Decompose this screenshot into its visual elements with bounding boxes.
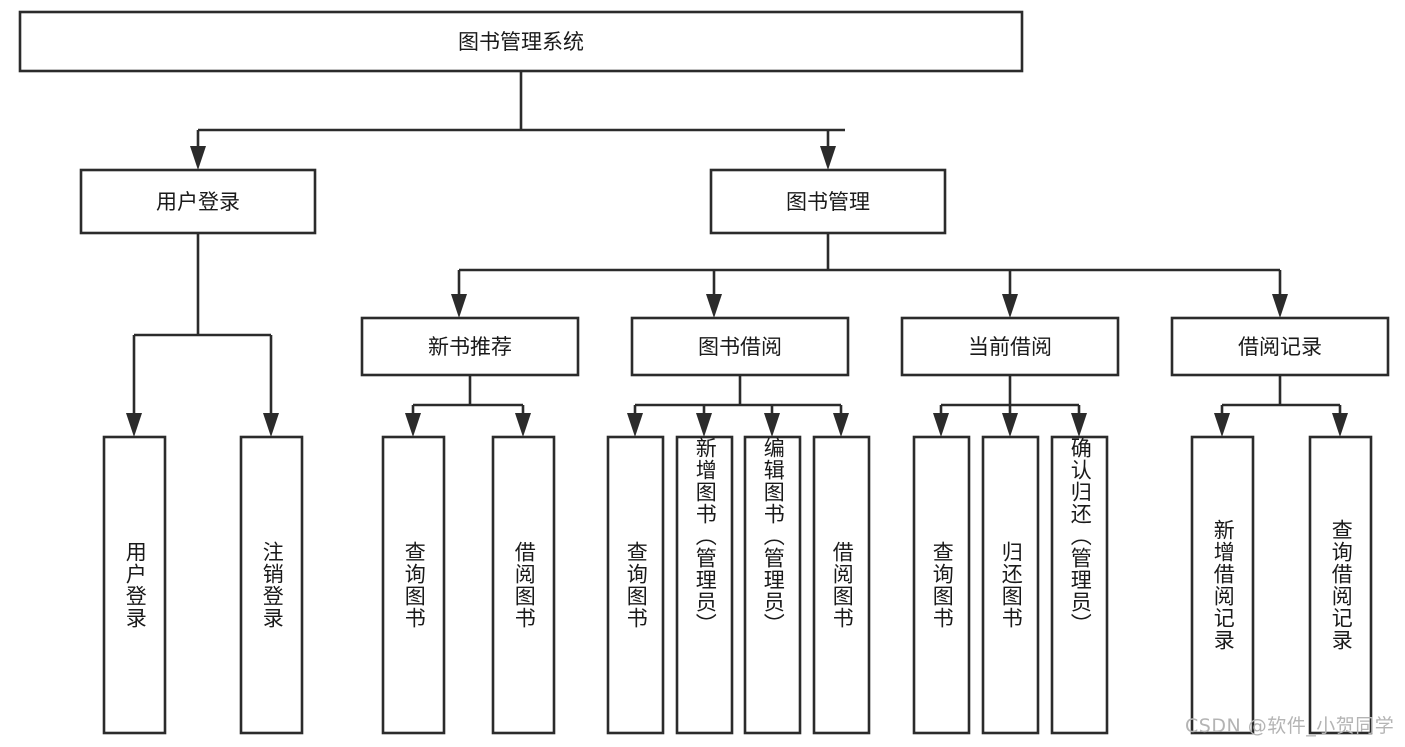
leaf-box-new-book-1[interactable] xyxy=(381,435,446,735)
leaf-box-book-borrow-4[interactable] xyxy=(812,435,871,735)
connector-root-to-level1 xyxy=(190,71,845,170)
leaf-box-borrow-record-2[interactable] xyxy=(1308,435,1373,735)
node-user-login[interactable]: 用户登录 xyxy=(79,168,317,235)
leaf-boxes-book-borrow xyxy=(606,435,871,735)
node-user-login-label: 用户登录 xyxy=(156,190,240,214)
node-root-label: 图书管理系统 xyxy=(458,30,584,54)
watermark: CSDN @软件_小贺同学 xyxy=(1185,715,1395,737)
leaf-box-current-borrow-3[interactable] xyxy=(1050,435,1109,735)
leaf-boxes-user-login xyxy=(102,435,304,735)
leaf-box-book-borrow-3[interactable] xyxy=(743,435,802,735)
node-new-book-recommend-label: 新书推荐 xyxy=(428,335,512,359)
connector-userlogin-to-leaves xyxy=(126,233,279,437)
connector-borrowrecord-to-leaves xyxy=(1214,375,1348,437)
connector-currentborrow-to-leaves xyxy=(933,375,1087,437)
node-current-borrow-label: 当前借阅 xyxy=(968,335,1052,359)
node-book-management-label: 图书管理 xyxy=(786,190,870,214)
leaf-box-new-book-2[interactable] xyxy=(491,435,556,735)
node-book-borrow-label: 图书借阅 xyxy=(698,335,782,359)
node-current-borrow[interactable]: 当前借阅 xyxy=(900,316,1120,377)
leaf-box-user-login-1[interactable] xyxy=(102,435,167,735)
leaf-box-book-borrow-2[interactable] xyxy=(675,435,734,735)
connector-newbook-to-leaves xyxy=(405,375,531,437)
node-root[interactable]: 图书管理系统 xyxy=(18,10,1024,73)
leaf-boxes-current-borrow xyxy=(912,435,1109,735)
node-borrow-record-label: 借阅记录 xyxy=(1238,335,1322,359)
connector-bookborrow-to-leaves xyxy=(627,375,849,437)
connector-bookmgmt-to-level2 xyxy=(451,233,1288,318)
leaf-box-current-borrow-1[interactable] xyxy=(912,435,971,735)
node-new-book-recommend[interactable]: 新书推荐 xyxy=(360,316,580,377)
leaf-boxes-new-book-recommend xyxy=(381,435,556,735)
leaf-box-current-borrow-2[interactable] xyxy=(981,435,1040,735)
leaf-boxes-borrow-record xyxy=(1190,435,1373,735)
leaf-box-borrow-record-1[interactable] xyxy=(1190,435,1255,735)
leaf-box-book-borrow-1[interactable] xyxy=(606,435,665,735)
node-borrow-record[interactable]: 借阅记录 xyxy=(1170,316,1390,377)
node-book-management[interactable]: 图书管理 xyxy=(709,168,947,235)
leaf-box-user-login-2[interactable] xyxy=(239,435,304,735)
node-book-borrow[interactable]: 图书借阅 xyxy=(630,316,850,377)
